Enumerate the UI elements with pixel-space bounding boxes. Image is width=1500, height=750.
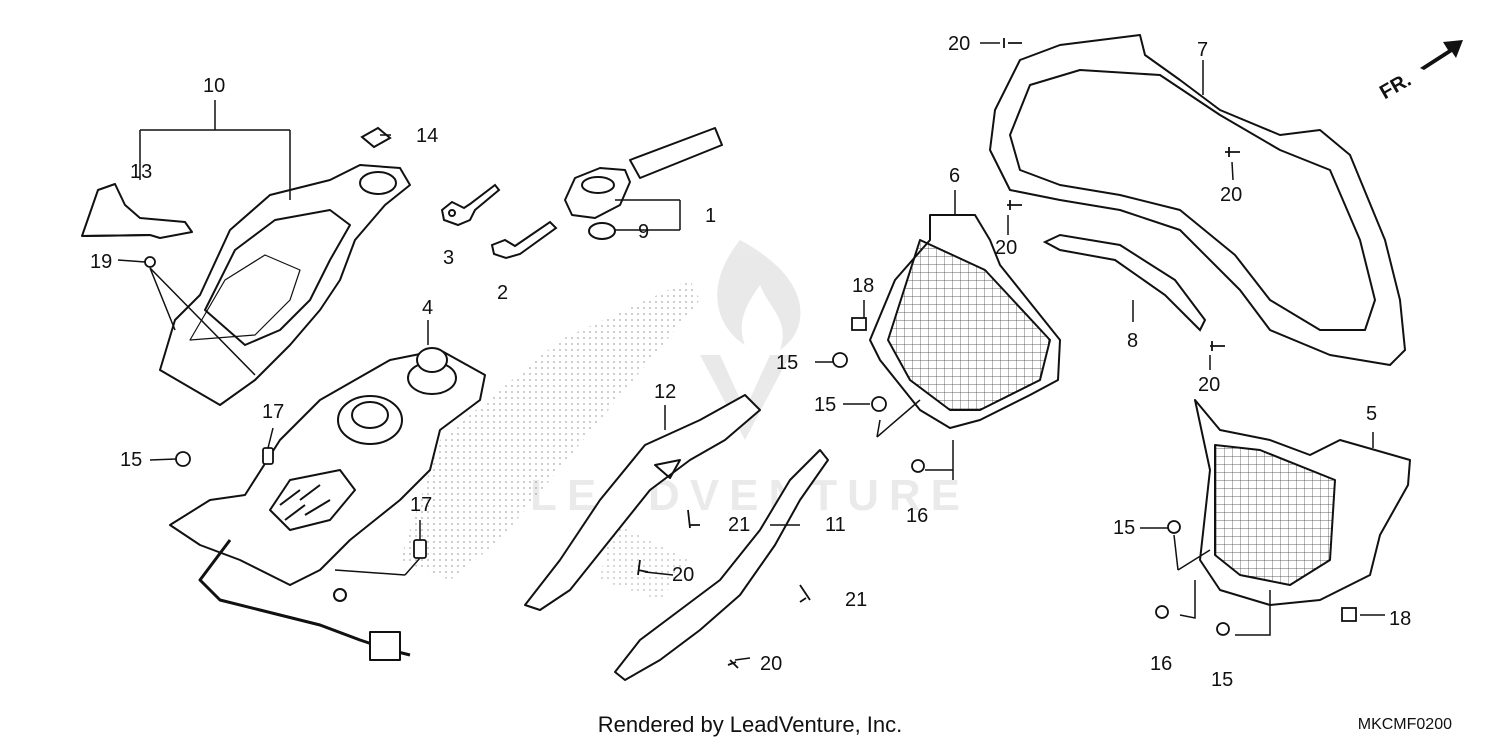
- label-11: 11: [825, 514, 846, 536]
- part-2-key-blade: [490, 220, 558, 260]
- label-20-top: 20: [948, 33, 970, 55]
- label-21-upper: 21: [728, 514, 750, 536]
- diagram-code: MKCMF0200: [1357, 716, 1452, 733]
- label-8: 8: [1127, 330, 1138, 352]
- label-20-meter-right: 20: [1220, 184, 1242, 206]
- label-10: 10: [203, 75, 225, 97]
- label-4: 4: [422, 297, 433, 319]
- label-20-strip: 20: [760, 653, 782, 675]
- part-6-mesh-panel: [869, 214, 1061, 429]
- label-17-upper: 17: [262, 401, 284, 423]
- label-2: 2: [497, 282, 508, 304]
- label-12: 12: [654, 381, 676, 403]
- part-13-cover: [81, 183, 193, 239]
- front-direction-arrow: FR.: [1376, 40, 1463, 104]
- shading-area: [400, 280, 700, 580]
- part-12-bracket: [524, 394, 761, 611]
- watermark-logo: [700, 240, 801, 440]
- label-5: 5: [1366, 403, 1377, 425]
- label-18-right: 18: [1389, 608, 1411, 630]
- label-7: 7: [1197, 39, 1208, 61]
- label-16-mid: 16: [906, 505, 928, 527]
- part-10-cover: [159, 164, 411, 406]
- render-caption: Rendered by LeadVenture, Inc.: [597, 712, 903, 737]
- label-15-left: 15: [120, 449, 142, 471]
- part-5-mesh-lid: [1194, 399, 1411, 606]
- part-4-switch-assembly: [169, 347, 486, 661]
- part-labels: 10 13 14 19 3 2 9 1 4 17 15 17 12 21 11 …: [90, 33, 1411, 691]
- label-13: 13: [130, 161, 152, 183]
- label-20-meter-left: 20: [995, 237, 1017, 259]
- label-15-right-a: 15: [1113, 517, 1135, 539]
- label-20-bracket: 20: [672, 564, 694, 586]
- part-3-key: [440, 183, 501, 227]
- label-21-lower: 21: [845, 589, 867, 611]
- front-direction-label: FR.: [1376, 69, 1415, 104]
- label-17-lower: 17: [410, 494, 432, 516]
- part-7-meter-frame: [989, 34, 1406, 366]
- label-15-mid-a: 15: [776, 352, 798, 374]
- label-15-right-b: 15: [1211, 669, 1233, 691]
- part-14-pad: [360, 126, 392, 149]
- part-9-battery: [588, 222, 616, 240]
- label-18-upper: 18: [852, 275, 874, 297]
- leader-lines: [117, 42, 1385, 661]
- label-16-right: 16: [1150, 653, 1172, 675]
- label-9: 9: [638, 221, 649, 243]
- label-6: 6: [949, 165, 960, 187]
- shading-area-lower: [600, 520, 690, 600]
- label-14: 14: [416, 125, 438, 147]
- label-1: 1: [705, 205, 716, 227]
- fasteners: [144, 38, 1357, 669]
- label-19: 19: [90, 251, 112, 273]
- label-3: 3: [443, 247, 454, 269]
- part-8-trim: [1042, 233, 1207, 332]
- part-1-smart-key: [564, 127, 723, 219]
- part-11-strip: [614, 449, 829, 681]
- label-15-mid-b: 15: [814, 394, 836, 416]
- label-20-meter-bottom: 20: [1198, 374, 1220, 396]
